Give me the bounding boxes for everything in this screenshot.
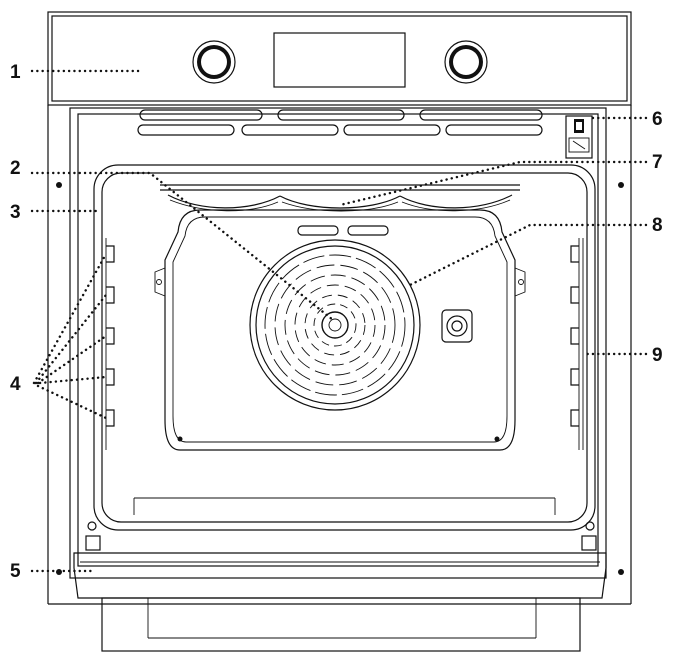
leader-4e xyxy=(36,384,108,420)
ventilation-slots xyxy=(137,109,543,136)
door-bottom-trim xyxy=(73,552,607,599)
right-shelf-rails xyxy=(570,238,584,450)
callout-3: 3 xyxy=(10,202,21,223)
display-window xyxy=(273,32,406,88)
oven-cavity xyxy=(93,164,596,531)
leader-4b xyxy=(34,293,108,385)
callout-labels: 1 2 3 4 5 6 7 8 9 xyxy=(10,62,663,582)
callout-4: 4 xyxy=(10,374,21,395)
door-hinges xyxy=(85,521,597,551)
grill-element xyxy=(160,184,520,212)
left-knob xyxy=(192,40,236,84)
callout-8: 8 xyxy=(652,215,663,236)
leader-8 xyxy=(408,223,648,287)
left-shelf-rails xyxy=(101,238,115,450)
callout-7: 7 xyxy=(652,152,663,173)
right-knob xyxy=(444,40,488,84)
door-switch xyxy=(565,115,593,159)
callout-5: 5 xyxy=(10,561,21,582)
plinth xyxy=(101,597,581,652)
leader-7 xyxy=(338,160,648,207)
leader-lines xyxy=(30,69,648,573)
control-panel xyxy=(47,11,632,106)
back-panel xyxy=(154,209,526,451)
leader-2 xyxy=(30,171,335,322)
callout-1: 1 xyxy=(10,62,21,83)
leader-4c xyxy=(36,334,108,385)
callout-2: 2 xyxy=(10,158,21,179)
leader-4a xyxy=(32,252,108,385)
leader-4d xyxy=(38,375,108,385)
callout-6: 6 xyxy=(652,109,663,130)
oven-body xyxy=(47,105,632,605)
fan-cover xyxy=(249,239,421,411)
callout-9: 9 xyxy=(652,345,663,366)
oven-lamp xyxy=(441,309,473,343)
